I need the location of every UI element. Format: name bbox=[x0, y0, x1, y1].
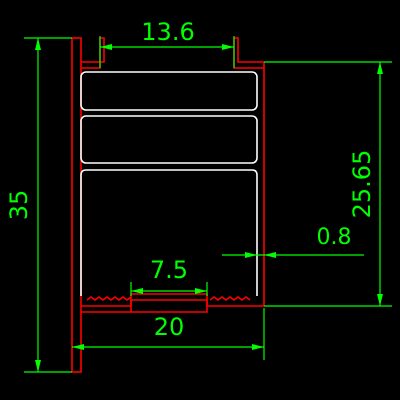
arrow-left-top bbox=[35, 38, 41, 50]
profile-top-right-lip bbox=[233, 37, 264, 69]
chamber-middle bbox=[80, 115, 258, 164]
arrow-top-right bbox=[222, 44, 234, 50]
arrow-slot-left bbox=[131, 288, 143, 294]
arrow-top-left bbox=[100, 44, 112, 50]
arrow-thickness-left bbox=[245, 252, 257, 258]
profile-slot-teeth-left bbox=[86, 296, 132, 301]
dim-label-wall-thickness: 0.8 bbox=[317, 225, 352, 250]
chamber-top bbox=[80, 71, 258, 111]
profile-bottom-inner bbox=[81, 299, 208, 313]
dim-label-total-height: 35 bbox=[5, 190, 33, 221]
arrow-bottom-left bbox=[72, 344, 84, 350]
dimension-arrows bbox=[35, 38, 383, 372]
profile-chambers bbox=[80, 71, 258, 296]
chamber-bottom bbox=[80, 169, 258, 296]
arrow-right-top bbox=[377, 62, 383, 74]
arrow-slot-right bbox=[195, 288, 207, 294]
dim-label-right-height: 25.65 bbox=[348, 150, 376, 219]
profile-bottom-ledge bbox=[81, 293, 264, 307]
arrow-bottom-right bbox=[252, 344, 264, 350]
dimension-lines bbox=[24, 36, 392, 373]
profile-slot-teeth-right bbox=[209, 296, 251, 301]
dim-label-top-width: 13.6 bbox=[141, 18, 194, 46]
arrow-thickness-right bbox=[264, 252, 276, 258]
arrow-right-bottom bbox=[377, 294, 383, 306]
dim-label-body-width: 20 bbox=[154, 313, 185, 341]
arrow-left-bottom bbox=[35, 360, 41, 372]
dim-label-slot-width: 7.5 bbox=[150, 256, 188, 284]
